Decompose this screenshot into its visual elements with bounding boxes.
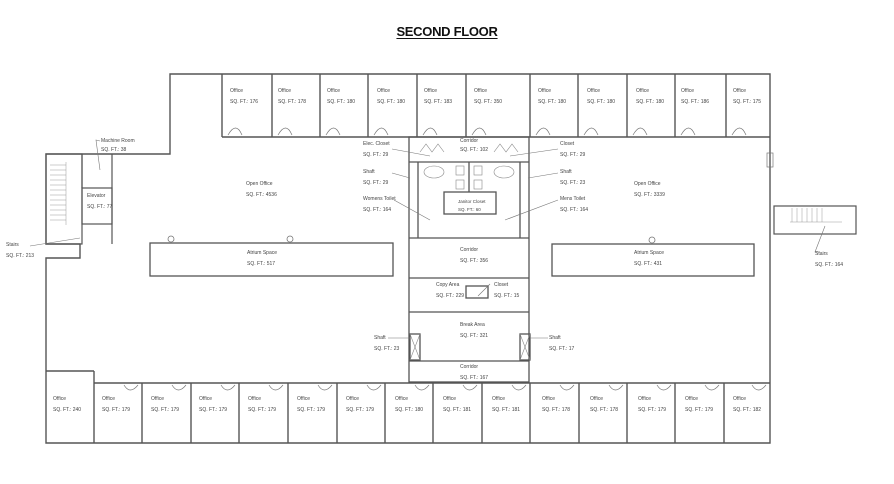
- building-outline: [45, 73, 771, 444]
- floor-title: SECOND FLOOR: [396, 24, 498, 39]
